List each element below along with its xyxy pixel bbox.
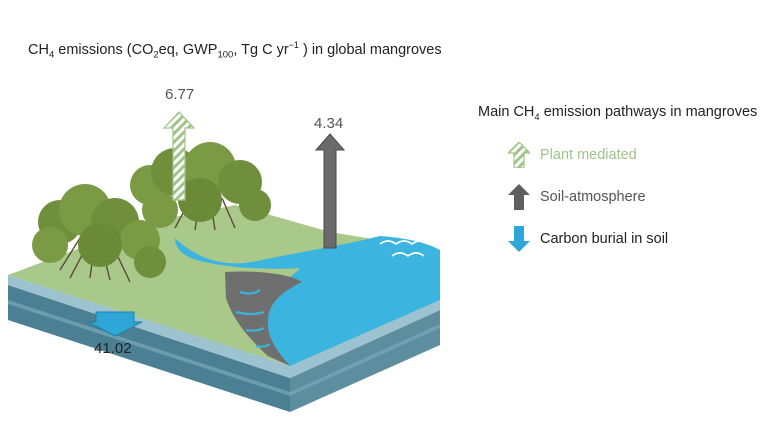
legend-title: Main CH4 emission pathways in mangroves [478,104,758,123]
mud-channels [235,289,271,348]
hatched-arrow-up-icon [508,142,530,168]
water-body [175,236,440,366]
tree-left [32,184,166,283]
mangrove-trees [32,142,271,283]
soil-atmosphere-arrow [314,133,346,249]
plant-mediated-arrow [162,111,196,201]
legend-item-carbon-burial: Carbon burial in soil [508,226,668,252]
tree-right [130,142,271,231]
figure-title: CH4 emissions (CO2eq, GWP100, Tg C yr−1 … [28,40,442,61]
soil-layer-top [8,275,440,378]
soil-block [8,275,440,412]
blue-arrow-down-icon [508,226,530,252]
soil-atmosphere-value: 4.34 [314,115,344,132]
grey-arrow-up-icon [508,184,530,210]
legend: Main CH4 emission pathways in mangroves … [476,104,768,252]
plant-mediated-value: 6.77 [165,86,195,103]
water-waves [379,240,429,257]
mud-flat [225,271,302,366]
carbon-burial-value: 41.02 [94,340,132,357]
carbon-burial-arrow [87,311,143,337]
legend-item-soil-atmosphere: Soil-atmosphere [508,184,646,210]
legend-item-plant-mediated: Plant mediated [508,142,637,168]
